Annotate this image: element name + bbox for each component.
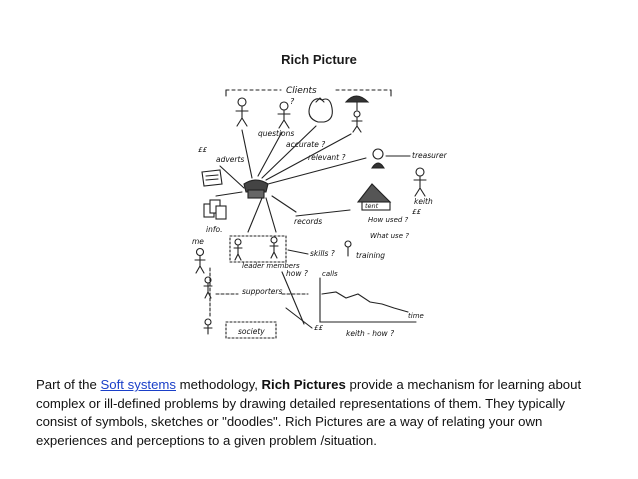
label-what-use: What use ? xyxy=(370,232,409,240)
supporter-figure-icon xyxy=(203,276,213,299)
label-questions: questions xyxy=(258,129,294,138)
documents-icon xyxy=(203,199,227,220)
trainer-figure-icon xyxy=(344,240,352,257)
label-training: training xyxy=(356,251,385,260)
label-keith: keith xyxy=(414,197,433,206)
svg-text:?: ? xyxy=(290,97,295,106)
caption-prefix: Part of the xyxy=(36,377,101,392)
label-pounds-1: ££ xyxy=(198,146,207,154)
society-figure-icon xyxy=(203,318,213,335)
newspaper-icon xyxy=(201,169,223,187)
umbrella-figure-icon xyxy=(344,95,370,133)
label-treasurer: treasurer xyxy=(412,151,448,160)
me-figure-icon xyxy=(194,247,206,274)
slide-title: Rich Picture xyxy=(281,52,357,67)
telephone-icon xyxy=(243,179,269,199)
label-records: records xyxy=(294,217,322,226)
questioning-figure-icon: ? xyxy=(277,97,295,129)
label-leader-members: leader members xyxy=(242,262,300,270)
label-tent: tent xyxy=(365,202,379,210)
label-how: how ? xyxy=(286,269,308,278)
soft-systems-link[interactable]: Soft systems xyxy=(100,377,176,392)
client-figure-icon xyxy=(235,97,249,127)
description-paragraph: Part of the Soft systems methodology, Ri… xyxy=(36,376,602,450)
caption-middle: methodology, xyxy=(176,377,262,392)
caption-rest: provide a mechanism for learning about c… xyxy=(36,377,582,448)
label-supporters: supporters xyxy=(242,287,282,296)
label-clients: Clients xyxy=(286,86,317,96)
blob-client-icon xyxy=(308,97,333,123)
label-society: society xyxy=(238,327,265,336)
label-accurate: accurate ? xyxy=(286,140,325,149)
treasurer-figure-icon xyxy=(371,148,411,169)
label-pounds-2: ££ xyxy=(412,208,421,216)
calls-time-graph: calls time xyxy=(319,270,424,323)
label-keith-how: keith - how ? xyxy=(346,329,394,338)
caption-rich-pictures-bold: Rich Pictures xyxy=(261,377,346,392)
label-relevant: relevant ? xyxy=(308,153,346,162)
label-me: me xyxy=(192,237,204,246)
label-info: info. xyxy=(206,225,222,234)
rich-picture-sketch: Clients ? xyxy=(186,72,456,342)
label-pounds-3: ££ xyxy=(314,324,323,332)
leader-members-figures-icon xyxy=(233,236,279,261)
label-skills: skills ? xyxy=(310,249,335,258)
label-time: time xyxy=(408,312,424,320)
tent-icon xyxy=(356,183,392,211)
label-calls: calls xyxy=(322,270,338,278)
label-how-used: How used ? xyxy=(368,216,409,224)
keith-figure-icon xyxy=(413,167,427,197)
rich-picture-drawing: Clients ? xyxy=(192,86,448,339)
label-adverts: adverts xyxy=(216,155,244,164)
